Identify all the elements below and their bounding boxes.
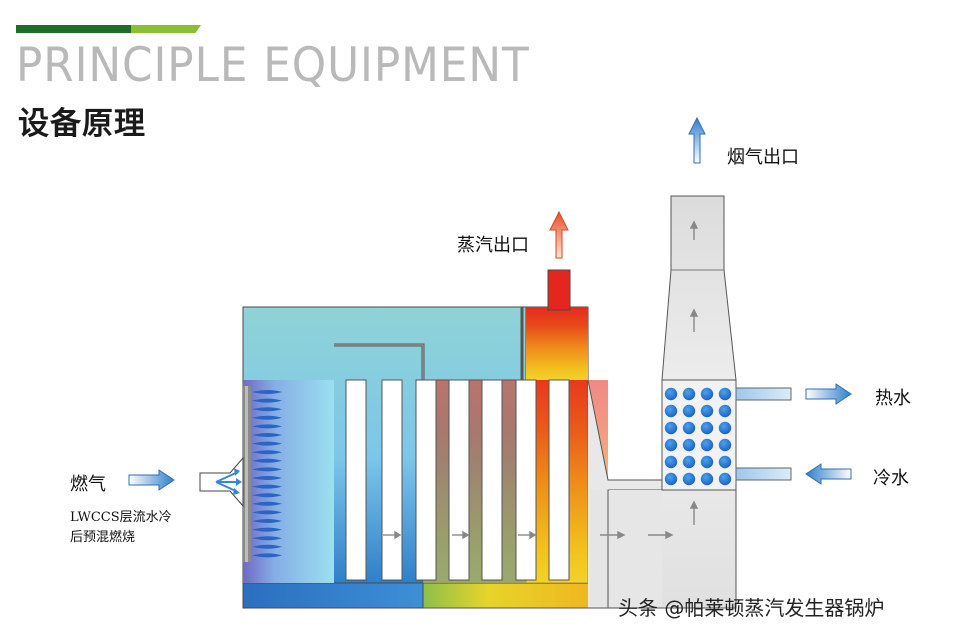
gas-inlet-nozzle <box>199 456 244 508</box>
economizer-tube <box>700 438 714 452</box>
flame-jet <box>252 441 282 446</box>
heat-tube <box>415 379 437 581</box>
flame-jet <box>252 544 282 549</box>
economizer-tube <box>700 472 714 486</box>
heat-tube <box>481 379 503 581</box>
economizer-tube <box>682 421 696 435</box>
watermark: 头条 @帕莱顿蒸汽发生器锅炉 <box>618 596 885 620</box>
heat-tube <box>345 379 367 581</box>
heat-tube <box>515 379 537 581</box>
flame-jet <box>252 476 282 480</box>
economizer-tube <box>718 387 732 401</box>
flame-jet <box>252 433 282 437</box>
flame-jet <box>252 467 282 472</box>
economizer-tube <box>718 438 732 452</box>
economizer-tube <box>664 438 678 452</box>
economizer-tube <box>682 455 696 469</box>
flame-jet <box>252 553 282 558</box>
economizer-tube <box>664 455 678 469</box>
economizer-tube <box>718 455 732 469</box>
flame-jet <box>252 398 282 403</box>
steam-outlet-pipe <box>547 269 571 311</box>
economizer-tube <box>718 421 732 435</box>
gas-inlet-arrow <box>128 469 175 491</box>
flame-jet <box>252 484 282 489</box>
economizer-tube <box>700 421 714 435</box>
economizer-tube <box>664 421 678 435</box>
economizer-tube <box>682 472 696 486</box>
economizer-tube <box>664 404 678 418</box>
flue-gas-outlet-label: 烟气出口 <box>727 147 799 168</box>
cold-water-arrow <box>805 463 852 485</box>
flame-jets <box>252 390 282 558</box>
flame-jet <box>252 536 282 541</box>
economizer-tube <box>682 404 696 418</box>
heat-tube <box>548 379 570 581</box>
flame-jet <box>252 424 282 429</box>
economizer-pipes <box>735 387 792 481</box>
page-title-chinese: 设备原理 <box>18 106 146 142</box>
flue-flow-arrows <box>383 220 699 540</box>
flame-jet <box>252 510 282 515</box>
flame-jet <box>252 450 282 455</box>
combustion-chamber <box>243 380 334 583</box>
economizer-tube <box>718 472 732 486</box>
heat-tube <box>381 379 403 581</box>
flue-gas-outlet-arrow <box>688 116 706 164</box>
economizer-tube <box>682 438 696 452</box>
economizer-tube-grid <box>664 387 732 486</box>
flame-jet <box>252 519 282 523</box>
economizer-tube <box>682 387 696 401</box>
page-title-english: PRINCIPLE EQUIPMENT <box>16 38 530 93</box>
economizer-tube <box>700 387 714 401</box>
flame-jet <box>252 390 282 394</box>
economizer <box>661 379 737 491</box>
economizer-tube <box>664 387 678 401</box>
burner-description-line1: LWCCS层流水冷 <box>70 510 172 525</box>
economizer-tube <box>700 404 714 418</box>
economizer-tube <box>700 455 714 469</box>
header-accent-bar-green <box>16 25 131 33</box>
flame-jet <box>252 527 282 532</box>
steam-outlet-arrow <box>549 210 569 259</box>
hot-water-label: 热水 <box>875 388 911 409</box>
burner-mesh <box>243 386 251 562</box>
flame-jet <box>252 493 282 498</box>
heat-exchange-tubes <box>345 379 570 581</box>
hot-water-arrow <box>805 383 852 405</box>
flame-jet <box>252 407 282 412</box>
economizer-tube <box>718 404 732 418</box>
header-accent-bar-lime <box>131 25 201 33</box>
steam-outlet-label: 蒸汽出口 <box>457 235 529 256</box>
flame-jet <box>252 458 282 463</box>
heat-tube <box>448 379 470 581</box>
burner-description-line2: 后预混燃烧 <box>70 530 136 545</box>
flame-jet <box>252 415 282 420</box>
cold-water-label: 冷水 <box>873 468 909 489</box>
economizer-tube <box>664 472 678 486</box>
gas-label: 燃气 <box>70 474 106 495</box>
flame-jet <box>252 501 282 506</box>
